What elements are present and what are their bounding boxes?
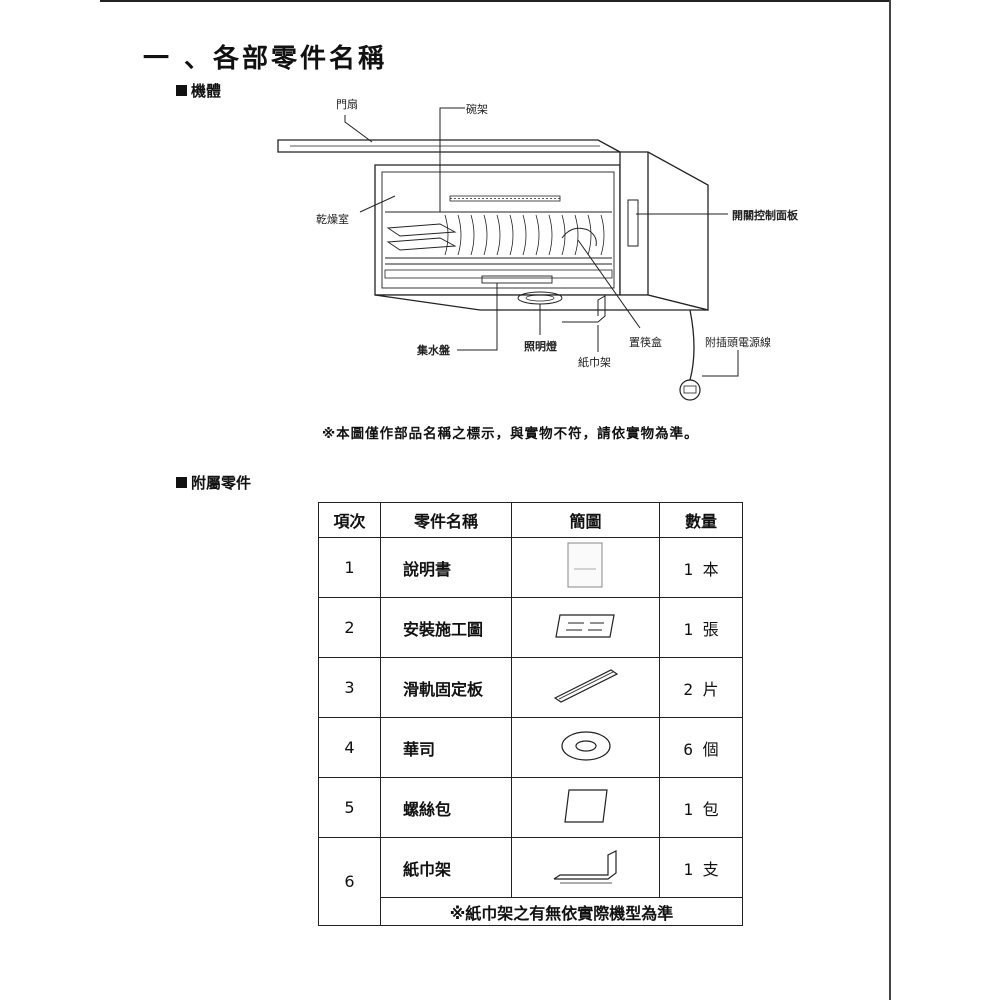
label-control-panel: 開關控制面板 — [732, 209, 798, 222]
label-power-cord: 附插頭電源線 — [705, 336, 771, 349]
row-name: 華司 — [380, 717, 512, 778]
label-dish-rack: 碗架 — [466, 103, 488, 116]
row-no: 1 — [318, 537, 381, 598]
row-sketch — [511, 777, 660, 838]
rail-plate-icon — [553, 668, 618, 703]
installation-drawing-icon — [554, 613, 615, 638]
table-row: 3 滑軌固定板 2 片 — [318, 657, 743, 718]
label-light: 照明燈 — [524, 340, 557, 353]
label-drying-room: 乾燥室 — [316, 213, 349, 226]
section-accessories-label: 附屬零件 — [191, 474, 252, 492]
table-row: 6 紙巾架 1 支 — [318, 837, 743, 926]
row-name: 說明書 — [380, 537, 512, 598]
header-name: 零件名稱 — [380, 502, 512, 538]
row-sketch — [511, 837, 660, 898]
row-qty: 1 本 — [659, 537, 743, 598]
table-row: 4 華司 6 個 — [318, 717, 743, 778]
row-name: 紙巾架 — [380, 837, 512, 898]
screw-pack-icon — [563, 788, 608, 823]
section-body-label: 機體 — [191, 82, 222, 100]
table-remark-row: ※紙巾架之有無依實際機型為準 — [319, 897, 743, 926]
header-qty: 數量 — [659, 502, 743, 538]
row-no: 6 — [318, 837, 381, 926]
table-remark: ※紙巾架之有無依實際機型為準 — [380, 897, 743, 926]
row-qty: 2 片 — [659, 657, 743, 718]
row-sketch — [511, 657, 660, 718]
row-qty: 1 包 — [659, 777, 743, 838]
row-qty: 6 個 — [659, 717, 743, 778]
row-qty: 1 支 — [659, 837, 743, 898]
row-sketch — [511, 717, 660, 778]
row-no: 5 — [318, 777, 381, 838]
table-row: 2 安裝施工圖 1 張 — [318, 597, 743, 658]
label-towel-rack: 紙巾架 — [578, 356, 611, 369]
diagram-note: ※本圖僅作部品名稱之標示，與實物不符，請依實物為準。 — [322, 426, 699, 442]
washer-icon — [560, 730, 611, 761]
label-drip-tray: 集水盤 — [417, 344, 450, 357]
row-no: 3 — [318, 657, 381, 718]
manual-icon — [567, 542, 602, 587]
header-sketch: 簡圖 — [511, 502, 660, 538]
section-heading-accessories: 附屬零件 — [176, 472, 251, 493]
row-name: 滑軌固定板 — [380, 657, 512, 718]
row-name: 螺絲包 — [380, 777, 512, 838]
table-row: 5 螺絲包 1 包 — [318, 777, 743, 838]
table-row: 1 說明書 1 本 — [318, 537, 743, 598]
top-rule — [100, 0, 891, 2]
row-qty: 1 張 — [659, 597, 743, 658]
row-name: 安裝施工圖 — [380, 597, 512, 658]
page-title: 一 、各部零件名稱 — [143, 44, 388, 74]
right-rule — [889, 0, 891, 1000]
row-no: 4 — [318, 717, 381, 778]
label-door: 門扇 — [336, 98, 358, 111]
towel-rack-icon — [553, 849, 617, 883]
row-sketch — [511, 597, 660, 658]
row-sketch — [511, 537, 660, 598]
header-no: 項次 — [318, 502, 381, 538]
square-bullet-icon — [176, 477, 187, 488]
label-chopstick-box: 置筷盒 — [629, 336, 662, 349]
dish-dryer-diagram — [277, 107, 739, 401]
square-bullet-icon — [176, 85, 187, 96]
section-heading-body: 機體 — [176, 80, 221, 101]
table-header-row: 項次 零件名稱 簡圖 數量 — [318, 502, 743, 538]
accessories-table: 項次 零件名稱 簡圖 數量 1 說明書 1 本 2 安裝施工圖 1 張 3 滑軌… — [318, 502, 743, 926]
row-no: 2 — [318, 597, 381, 658]
